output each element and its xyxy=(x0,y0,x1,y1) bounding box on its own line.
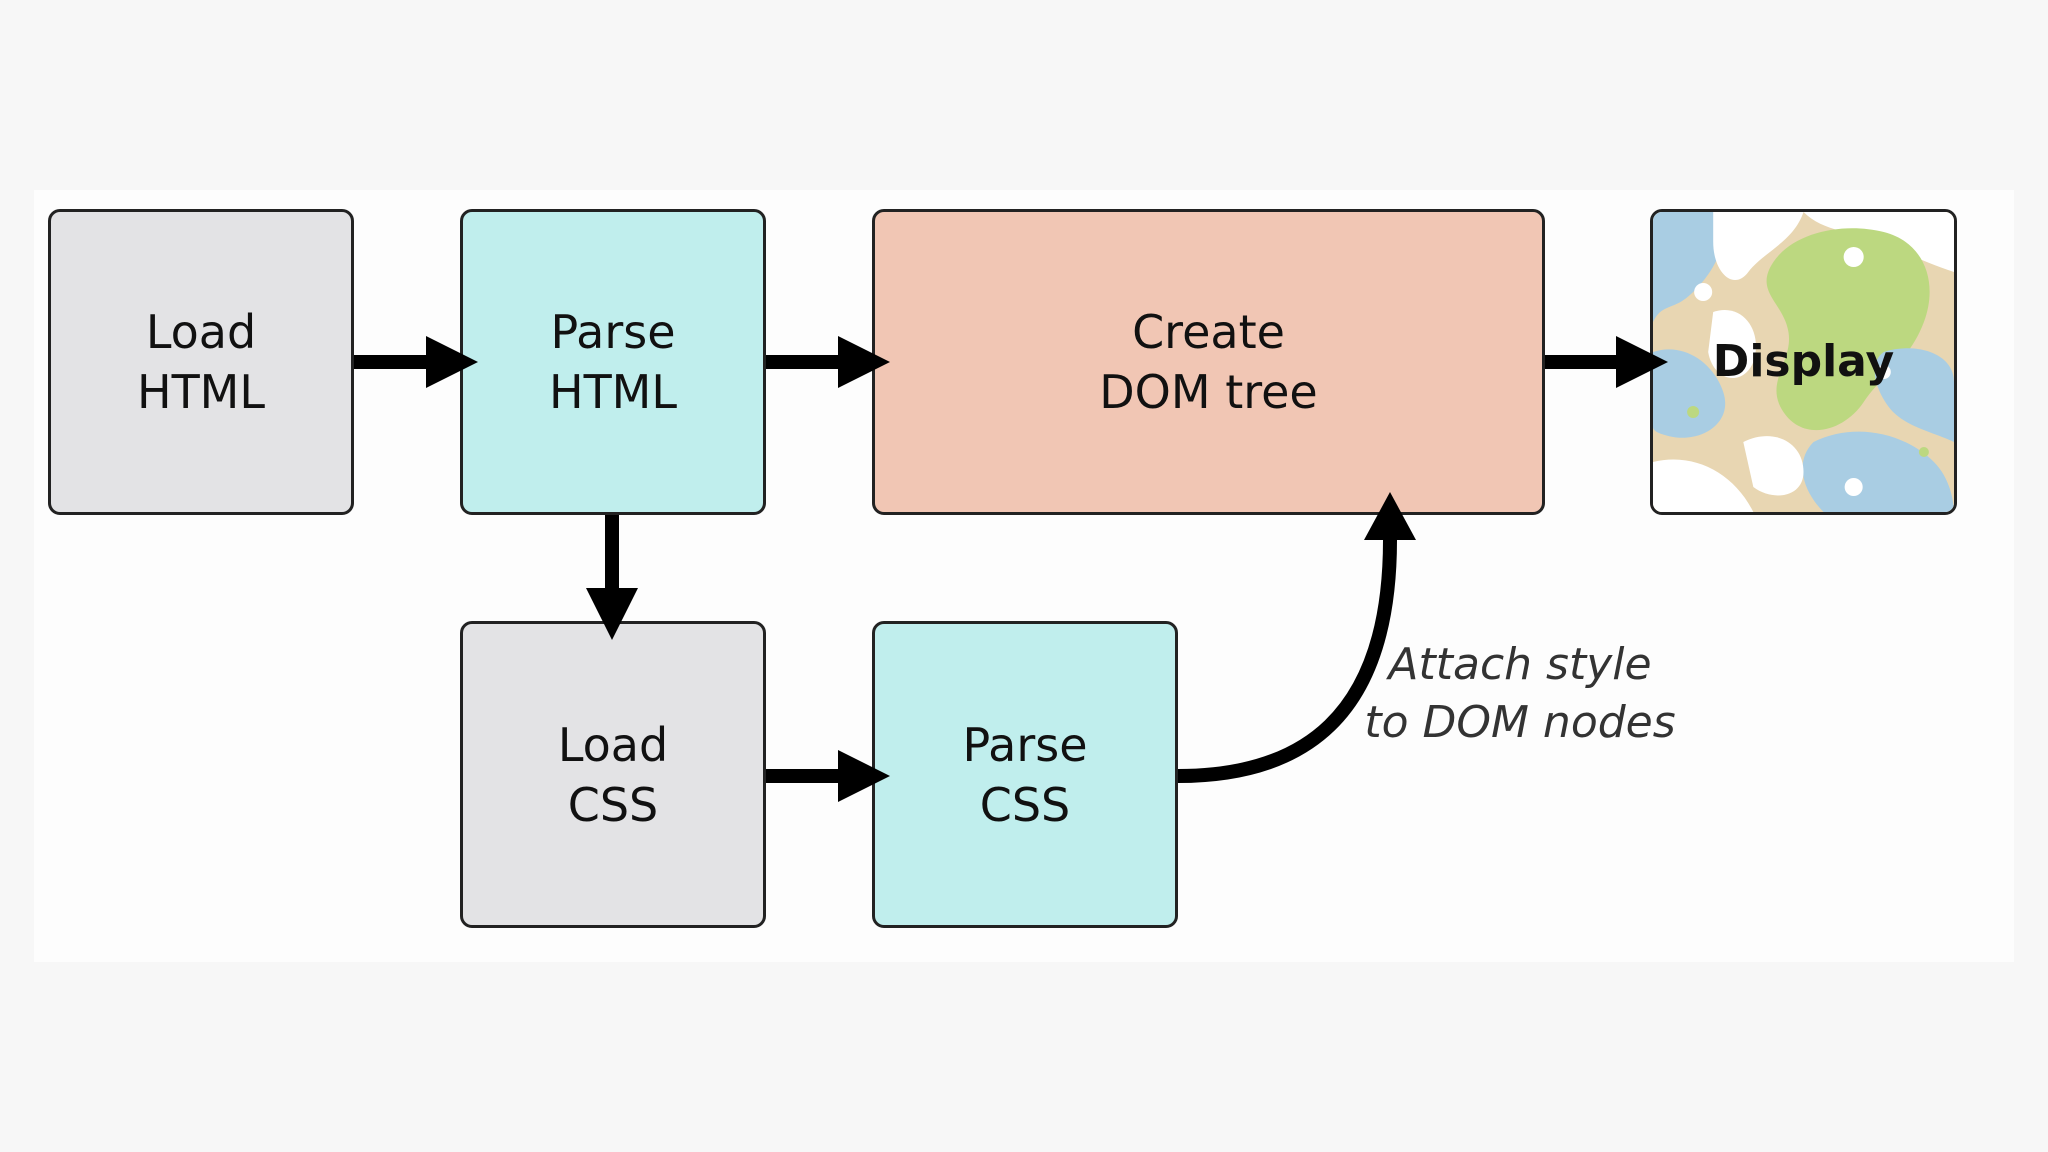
node-create-dom-tree: Create DOM tree xyxy=(872,209,1545,515)
node-load-html-label: Load HTML xyxy=(136,305,265,419)
node-create-dom-tree-label: Create DOM tree xyxy=(1099,305,1318,419)
node-parse-html-label: Parse HTML xyxy=(548,305,677,419)
node-load-css: Load CSS xyxy=(460,621,766,928)
node-load-css-label: Load CSS xyxy=(557,717,669,832)
annotation-attach-style: Attach style to DOM nodes xyxy=(1340,636,1700,752)
node-parse-css-label: Parse CSS xyxy=(962,717,1088,832)
node-parse-css: Parse CSS xyxy=(872,621,1178,928)
node-load-html: Load HTML xyxy=(48,209,354,515)
display-pattern-image xyxy=(1653,212,1954,512)
annotation-text: Attach style to DOM nodes xyxy=(1364,639,1676,748)
node-display: Display xyxy=(1650,209,1957,515)
node-parse-html: Parse HTML xyxy=(460,209,766,515)
node-display-label: Display xyxy=(1712,336,1895,387)
